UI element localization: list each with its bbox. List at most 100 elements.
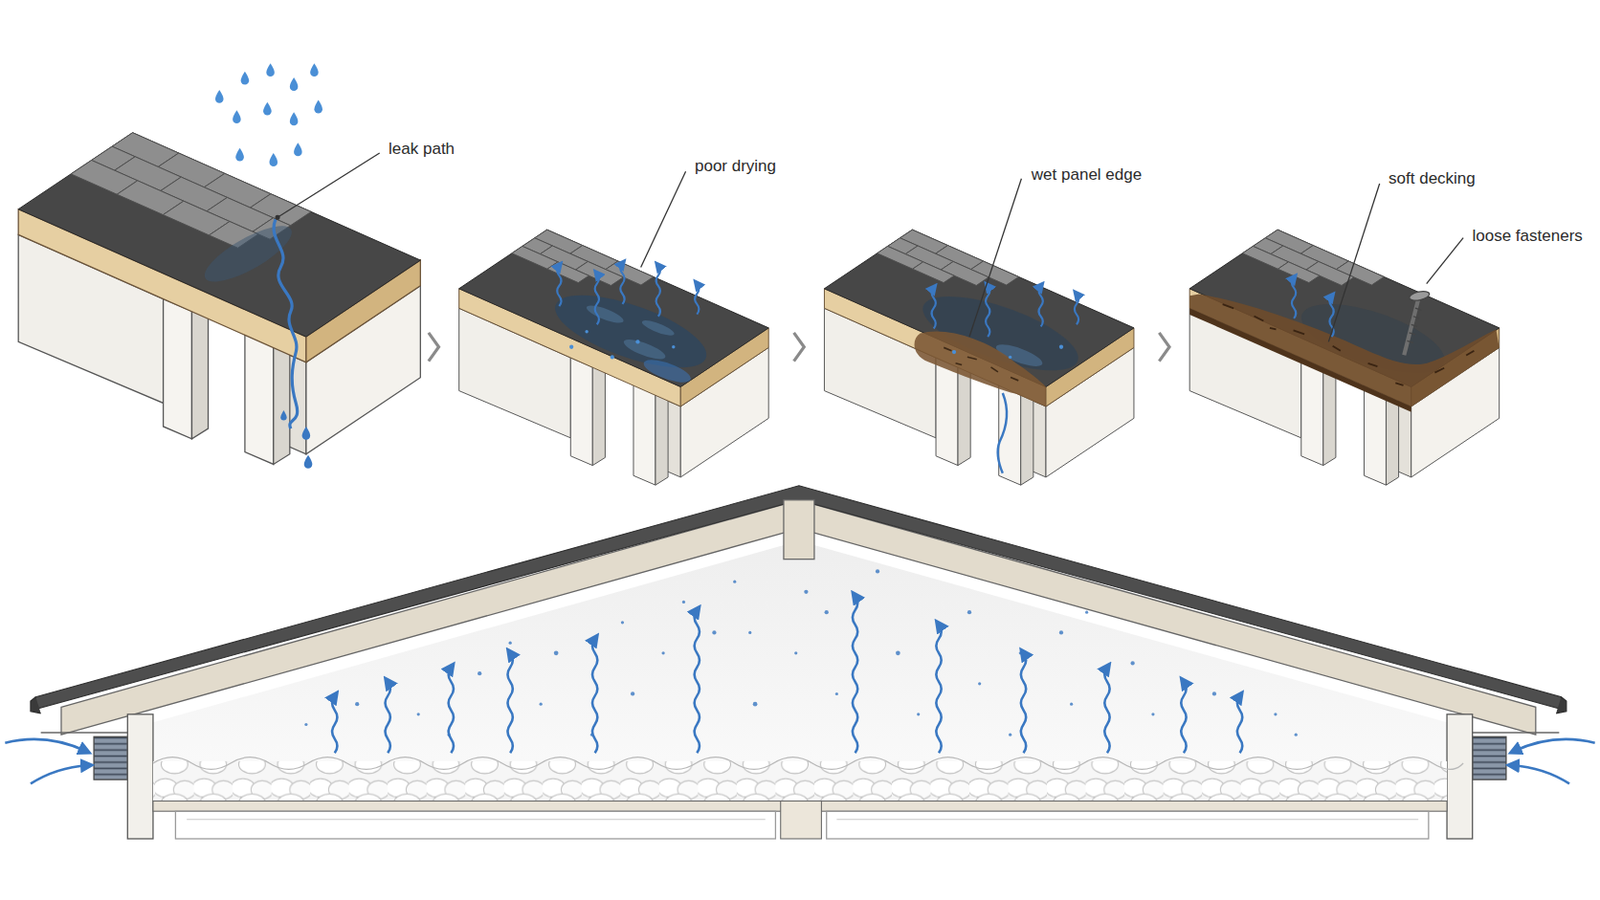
leader-line <box>277 153 380 218</box>
moisture-dots <box>671 345 675 349</box>
attic-section <box>826 811 1429 840</box>
vapor-dots <box>355 702 359 707</box>
leak-panel <box>289 111 299 126</box>
airflow-arrow <box>332 696 337 755</box>
attic-section <box>61 500 1536 735</box>
loose-nail <box>1408 289 1431 303</box>
drying-panel <box>581 303 628 327</box>
moisture-dots <box>569 345 574 350</box>
leak-panel <box>304 455 313 469</box>
callout-label: wet panel edge <box>1028 165 1145 185</box>
moisture-arrow <box>656 265 661 316</box>
airflow-arrow <box>30 765 89 784</box>
airflow-arrow <box>1513 739 1595 752</box>
moisture-arrow <box>595 273 600 325</box>
vapor-dots <box>1151 712 1155 716</box>
vapor-dots <box>748 631 752 635</box>
step-chevron <box>1158 333 1170 362</box>
callout-label: loose fasteners <box>1469 226 1586 246</box>
vapor-dots <box>1130 661 1134 666</box>
attic-section <box>30 486 1567 840</box>
moisture-dots <box>569 330 1064 360</box>
drying-panel <box>638 318 679 339</box>
leader-line <box>641 171 687 267</box>
leak-panel <box>235 148 245 162</box>
vapor-dots <box>621 621 624 624</box>
leak-panel <box>263 102 272 116</box>
soft-decking-panel <box>1242 229 1384 301</box>
vapor-dots <box>733 580 736 584</box>
vapor-dots <box>835 692 839 696</box>
attic-section <box>1472 736 1507 780</box>
moisture-dots <box>635 339 640 344</box>
leader-line <box>969 178 1022 337</box>
leak-panel <box>289 77 299 91</box>
airflow-arrow <box>1104 667 1110 755</box>
vapor-dots <box>1059 630 1064 635</box>
moisture-arrow <box>1074 293 1079 325</box>
soft-decking-panel <box>1189 308 1412 412</box>
drying-panel <box>459 229 770 486</box>
vapor-dots <box>682 600 686 604</box>
vapor-dots <box>1085 611 1089 615</box>
vapor-dots <box>1069 703 1073 707</box>
moisture-arrow <box>556 265 561 307</box>
attic-section <box>783 500 815 560</box>
attic-section <box>175 811 776 840</box>
attic-section <box>93 736 128 780</box>
leak-panel <box>302 426 312 441</box>
leak-panel <box>280 410 287 422</box>
airflow-arrow <box>1237 696 1243 755</box>
leak-panel <box>191 219 307 289</box>
attic-section <box>30 697 1567 714</box>
drying-panel <box>511 229 654 301</box>
vapor-dots <box>477 671 482 676</box>
attic-section <box>153 761 1447 803</box>
vapor-dots <box>895 650 901 656</box>
leak-panel <box>269 153 279 167</box>
attic-section <box>1446 714 1473 840</box>
attic-section <box>35 486 1561 711</box>
drying-panel <box>460 229 770 387</box>
leak-panel <box>18 63 421 469</box>
drying-panel <box>618 336 671 363</box>
attic-section <box>1472 732 1560 734</box>
leak-panel <box>232 110 242 124</box>
attic-section <box>836 819 1419 821</box>
airflow-arrow <box>852 596 858 754</box>
wet-edge-panel <box>943 347 1019 381</box>
moisture-arrow <box>985 286 990 337</box>
vapor-dots <box>1212 691 1217 696</box>
airflow-arrow <box>1180 682 1186 755</box>
attic-section <box>780 801 823 840</box>
wet-edge-panel <box>998 393 1007 474</box>
vapor-dots <box>753 702 758 708</box>
step-chevron <box>428 333 440 362</box>
vapor-dots <box>590 733 594 737</box>
callout-label: soft decking <box>1385 169 1479 189</box>
leader-line <box>1328 183 1379 342</box>
step-chevron <box>794 333 805 362</box>
moisture-arrow <box>620 263 624 305</box>
vapor-dots <box>1294 733 1298 737</box>
soft-decking-panel <box>1189 229 1500 486</box>
moisture-arrow <box>1291 277 1296 319</box>
wet-edge-panel <box>823 229 1134 486</box>
leak-panel <box>241 71 250 86</box>
vapor-dots <box>509 642 512 645</box>
vapor-dots <box>539 703 543 707</box>
moisture-arrow <box>932 288 936 330</box>
moisture-arrow <box>556 263 1334 337</box>
drying-panel <box>637 355 698 387</box>
vapor-dots <box>304 723 308 727</box>
vapor-dots <box>554 650 559 656</box>
leak-panel <box>18 133 421 466</box>
airflow-arrow <box>592 639 598 754</box>
moisture-arrow <box>694 284 699 315</box>
airflow-arrow <box>385 682 391 755</box>
vapor-dots <box>630 691 635 696</box>
airflow-arrow <box>1511 765 1570 784</box>
airflow-arrow <box>4 739 86 752</box>
